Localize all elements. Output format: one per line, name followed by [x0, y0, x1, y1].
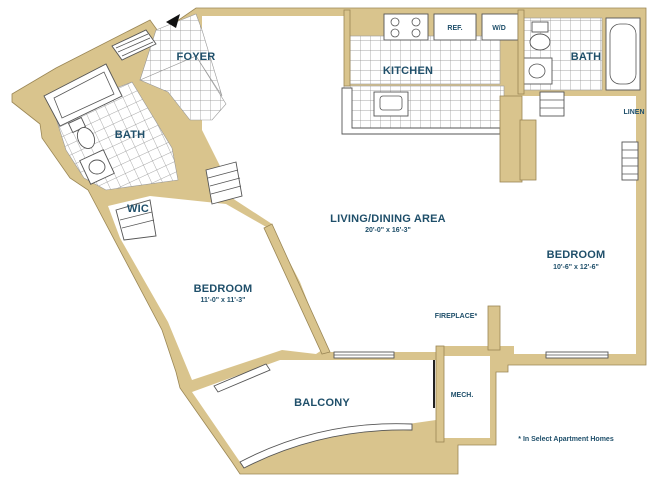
wic-label: WIC	[127, 203, 149, 215]
fireplace-label: FIREPLACE*	[435, 313, 478, 320]
kitchen-area	[341, 13, 519, 135]
bathtub-left	[43, 63, 123, 127]
bedroom-right-label: BEDROOM	[547, 249, 606, 261]
balcony-label: BALCONY	[294, 397, 350, 409]
mech-label: MECH.	[451, 392, 474, 399]
bedroom-left-dimensions: 11'-0" x 11'-3"	[201, 297, 246, 304]
interior-walls	[263, 9, 537, 443]
right-bath	[521, 17, 641, 91]
windows	[213, 351, 609, 469]
foyer-tile	[139, 13, 227, 121]
bath-left-label: BATH	[115, 129, 146, 141]
toilet-left	[67, 116, 96, 149]
linen-shelves	[539, 91, 639, 181]
entry-arrow-icon	[166, 14, 180, 28]
living-dimensions: 20'-0" x 16'-3"	[365, 227, 411, 234]
kitchen-label: KITCHEN	[383, 65, 433, 77]
bath-right-label: BATH	[571, 51, 602, 63]
ref-label: REF.	[447, 25, 462, 32]
bedroom-right-dimensions: 10'-6" x 12'-6"	[553, 264, 599, 271]
bedroom-left-label: BEDROOM	[194, 283, 253, 295]
living-label: LIVING/DINING AREA	[330, 213, 446, 225]
wd-label: W/D	[492, 25, 506, 32]
floor-areas	[108, 16, 636, 462]
foyer-label: FOYER	[177, 51, 216, 63]
closet-shelves	[111, 29, 243, 241]
sink-left	[79, 149, 115, 185]
linen-label: LINEN	[624, 109, 645, 116]
footnote: * In Select Apartment Homes	[518, 436, 614, 443]
